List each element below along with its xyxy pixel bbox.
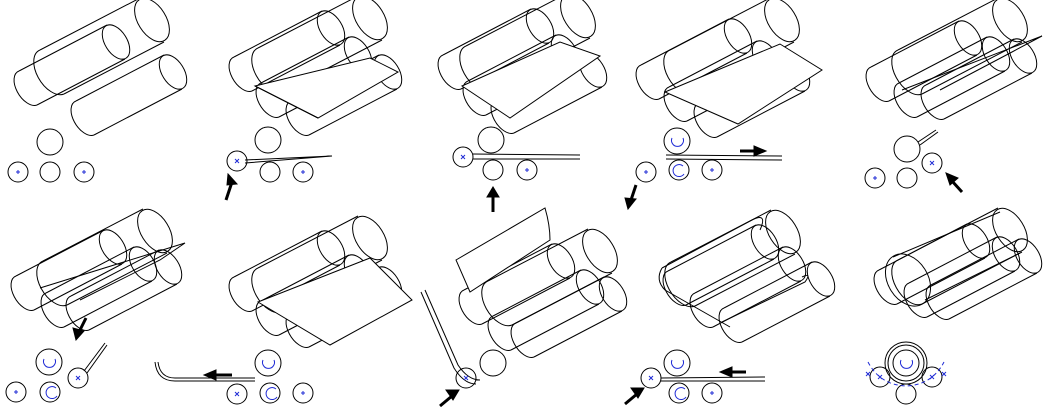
panel-7-section xyxy=(154,349,314,405)
rotation-mark xyxy=(671,137,684,147)
panel-1-section xyxy=(7,128,95,183)
panel-10-section xyxy=(865,341,947,405)
panel-4-section xyxy=(624,127,783,211)
plate xyxy=(455,207,551,293)
press-arrow xyxy=(486,186,500,212)
travel-arrow xyxy=(740,145,768,157)
panel-6-rolls xyxy=(10,202,188,331)
lift-arrow xyxy=(624,387,645,406)
plate xyxy=(663,43,823,125)
lower-arrow xyxy=(624,184,638,211)
panel-1-rolls xyxy=(13,0,193,136)
panel-2-rolls xyxy=(228,0,408,136)
return-arrow xyxy=(202,369,232,381)
panel-8-rolls xyxy=(455,207,633,358)
rotation-path xyxy=(867,361,945,387)
plate xyxy=(901,35,1043,91)
panel-3-section xyxy=(452,126,581,212)
rotation-mark xyxy=(672,164,685,178)
panel-6-section xyxy=(5,317,108,403)
plate xyxy=(39,242,186,301)
plate xyxy=(256,257,413,346)
curved-plate xyxy=(420,289,481,385)
plate xyxy=(460,41,602,119)
panel-9-section xyxy=(624,349,766,406)
down-arrow xyxy=(72,317,88,342)
panel-8-section xyxy=(420,289,507,408)
side-roller-circle xyxy=(73,161,95,183)
curled-plate xyxy=(154,361,255,382)
plate-edge xyxy=(244,155,333,164)
panel-5-rolls xyxy=(865,0,1043,120)
lift-arrow xyxy=(439,389,460,408)
bottom-roller-circle xyxy=(39,161,61,183)
panel-9-rolls xyxy=(658,203,841,343)
panel-10-rolls xyxy=(873,201,1047,320)
bend-arrow xyxy=(945,172,964,194)
feed-arrow xyxy=(224,172,239,201)
panel-3-rolls xyxy=(437,0,613,134)
top-roller-circle xyxy=(36,128,64,156)
reverse-arrow xyxy=(718,366,746,378)
rolled-shell-circle xyxy=(884,341,928,385)
curled-plate xyxy=(661,217,809,323)
side-roller-circle xyxy=(7,161,29,183)
panel-7-rolls xyxy=(228,209,413,348)
panel-2-section xyxy=(224,126,333,201)
panel-5-section xyxy=(864,129,964,194)
plate xyxy=(253,57,400,119)
panel-4-rolls xyxy=(635,0,823,138)
rolled-shell-end xyxy=(884,253,932,307)
